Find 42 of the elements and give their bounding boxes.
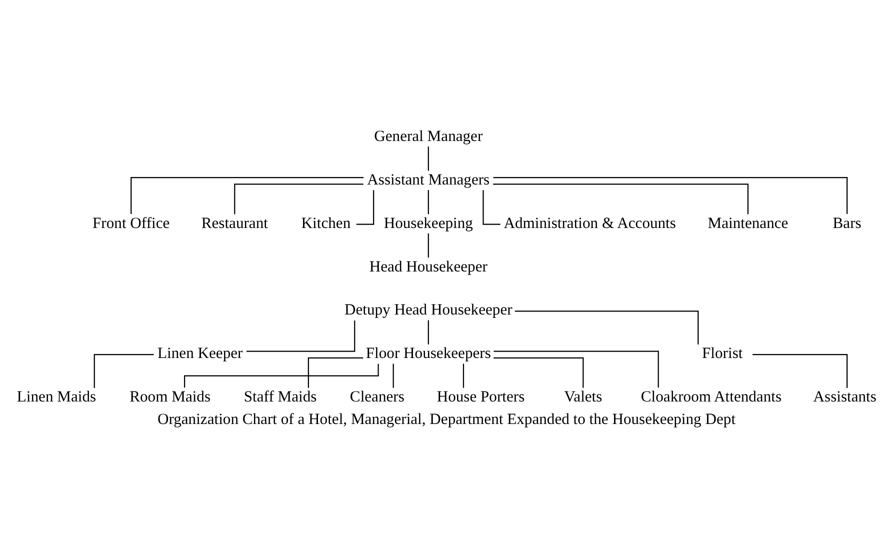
connector bbox=[428, 190, 429, 214]
node-text: Cleaners bbox=[350, 388, 404, 406]
node-text: Kitchen bbox=[301, 214, 351, 232]
node-text: Housekeeping bbox=[384, 214, 473, 232]
node-text: Staff Maids bbox=[244, 388, 317, 406]
connector bbox=[462, 364, 464, 388]
node-text: Front Office bbox=[92, 214, 170, 232]
caption: Organization Chart of a Hotel, Managerial, Department Expanded to the Housekeeping Dept bbox=[157, 410, 736, 428]
node-text: Bars bbox=[832, 214, 862, 232]
connector bbox=[392, 364, 394, 388]
connector bbox=[494, 350, 659, 388]
connector bbox=[308, 357, 364, 388]
node-text: House Porters bbox=[436, 388, 525, 406]
connector bbox=[482, 190, 500, 225]
node-text: Linen Maids bbox=[16, 388, 96, 406]
connector bbox=[428, 146, 429, 171]
connector bbox=[428, 320, 429, 344]
node-text: Detupy Head Housekeeper bbox=[344, 302, 512, 319]
node-text: Floor Housekeepers bbox=[366, 345, 491, 362]
connector bbox=[356, 190, 374, 225]
connector bbox=[234, 184, 364, 214]
connector bbox=[493, 177, 848, 214]
node-text: Maintenance bbox=[708, 214, 788, 232]
node-text: General Manager bbox=[374, 128, 483, 146]
node-text: Valets bbox=[564, 388, 602, 406]
connector bbox=[246, 320, 356, 352]
node-text: Florist bbox=[702, 345, 743, 362]
connector bbox=[130, 177, 364, 214]
connector bbox=[752, 354, 848, 388]
node-text: Room Maids bbox=[130, 388, 211, 406]
node-text: Restaurant bbox=[201, 214, 268, 232]
connector bbox=[94, 354, 154, 388]
connector bbox=[514, 310, 699, 345]
node-text: Linen Keeper bbox=[158, 345, 243, 362]
connector bbox=[494, 357, 584, 388]
node-text: Cloakroom Attendants bbox=[640, 388, 782, 406]
node-text: Assistants bbox=[813, 388, 876, 406]
connector bbox=[493, 184, 749, 214]
node-text: Administration & Accounts bbox=[504, 214, 676, 232]
connector bbox=[428, 233, 429, 258]
node-text: Head Housekeeper bbox=[369, 258, 488, 276]
node-text: Assistant Managers bbox=[367, 171, 490, 188]
